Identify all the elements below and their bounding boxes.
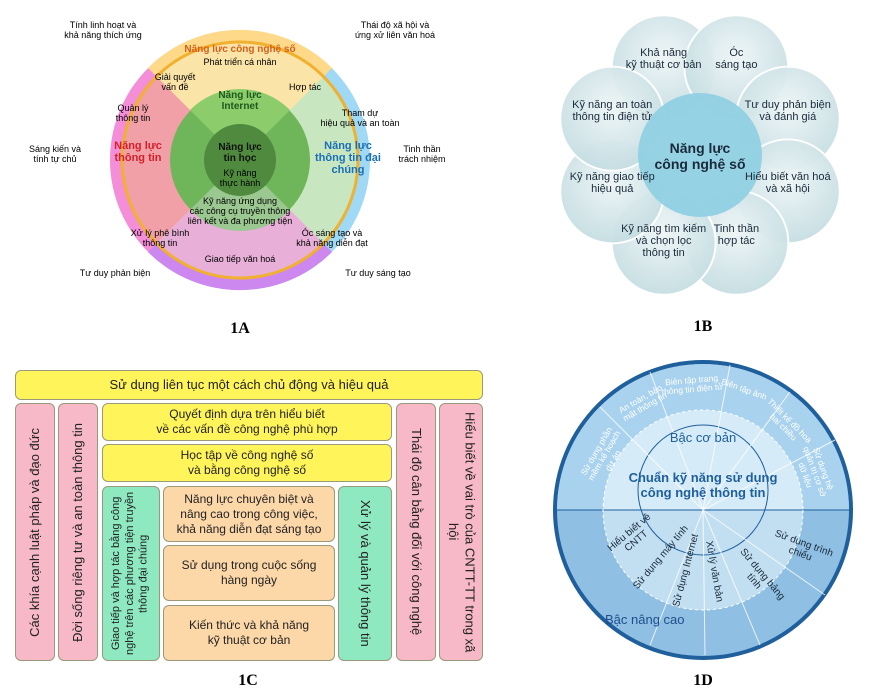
label-info-literacy: Năng lực thông tin	[114, 140, 162, 164]
petal-label: Tinh thần hợp tác	[713, 222, 760, 247]
panel-1d	[553, 360, 853, 660]
box-active-use: Sử dụng liên tục một cách chủ động và hi…	[15, 370, 483, 400]
box-balanced-attitude-text: Thái độ cân bằng đối với công nghệ	[409, 428, 425, 636]
ring-title: Năng lực công nghệ số	[184, 44, 296, 55]
label-critical-thinking: Tư duy phản biện	[79, 268, 151, 278]
label-media-tools: Kỹ năng ứng dụng các công cụ truyền thôn…	[187, 196, 293, 226]
box-info-processing: Xử lý và quản lý thông tin	[338, 486, 392, 661]
petal-label: Kỹ năng an toàn thông tin điện tử	[572, 98, 653, 123]
label-problem-solving: Giải quyết vấn đề	[154, 72, 196, 92]
center-circle	[638, 93, 762, 217]
label-advanced-level: Bậc nâng cao	[605, 612, 685, 627]
label-basic-level: Bậc cơ bản	[669, 430, 737, 445]
label-media-literacy: Năng lực thông tin đại chúng	[315, 140, 381, 176]
label-responsibility: Tinh thần trách nhiệm	[398, 144, 446, 164]
box-learning: Học tập về công nghệ số và bằng công ngh…	[102, 444, 392, 482]
label-info-management: Quản lý thông tin	[115, 103, 151, 123]
box-communication-text: Giao tiếp và hợp tác bằng công nghệ trên…	[110, 491, 150, 656]
petal-label: Tư duy phản biện và đánh giá	[744, 98, 831, 123]
panel-label-1c: 1C	[238, 672, 258, 689]
center-it-standard: Chuẩn kỹ năng sử dụng công nghệ thông ti…	[628, 470, 778, 500]
label-internet-literacy: Năng lực Internet	[218, 90, 262, 112]
box-communication: Giao tiếp và hợp tác bằng công nghệ trên…	[102, 486, 160, 661]
box-privacy: Đời sống riêng tư và an toàn thông tin	[58, 403, 98, 661]
box-legal-ethics: Các khía cạnh luật pháp và đạo đức	[15, 403, 55, 661]
label-participation: Tham dự hiệu quả và an toàn	[320, 108, 400, 128]
box-specialized: Năng lực chuyên biệt và nâng cao trong c…	[163, 486, 335, 542]
petal-label: Hiểu biết văn hoá và xã hội	[744, 171, 831, 196]
center-digital-competence: Năng lực công nghệ số	[654, 140, 746, 172]
box-legal-ethics-text: Các khía cạnh luật pháp và đạo đức	[26, 427, 42, 637]
box-daily-use: Sử dụng trong cuộc sống hàng ngày	[163, 545, 335, 601]
panel-label-1d: 1D	[693, 672, 713, 689]
label-cultural-communication: Giao tiếp văn hoá	[204, 254, 276, 264]
label-it-literacy: Năng lực tin học	[218, 142, 262, 164]
box-ict-role: Hiểu biết về vai trò của CNTT-TT trong x…	[439, 403, 483, 661]
box-basic-knowledge: Kiến thức và khả năng kỹ thuật cơ bản	[163, 605, 335, 661]
label-creativity: Óc sáng tạo và khả năng diễn đạt	[296, 228, 368, 248]
box-balanced-attitude: Thái độ cân bằng đối với công nghệ	[396, 403, 436, 661]
petal-label: Óc sáng tạo	[715, 47, 758, 72]
label-social-attitude: Thái độ xã hội và ứng xử liên văn hoá	[354, 20, 436, 40]
panel-1b	[559, 14, 841, 296]
label-initiative: Sáng kiến và tính tự chủ	[28, 144, 82, 164]
label-creative-thinking: Tư duy sáng tạo	[345, 268, 411, 278]
panel-label-1a: 1A	[230, 320, 250, 337]
box-informed-decision: Quyết định dựa trên hiểu biết về các vấn…	[102, 403, 392, 441]
panel-label-1b: 1B	[693, 318, 713, 335]
label-flexibility: Tính linh hoạt và khả năng thích ứng	[64, 20, 142, 40]
ring-subtitle: Phát triển cá nhân	[203, 57, 277, 67]
label-practice-skills: Kỹ năng thực hành	[219, 168, 261, 188]
panel-1a	[110, 29, 370, 291]
label-cooperation: Hợp tác	[289, 82, 321, 92]
box-ict-role-text: Hiểu biết về vai trò của CNTT-TT trong x…	[446, 411, 478, 653]
box-privacy-text: Đời sống riêng tư và an toàn thông tin	[69, 422, 85, 642]
petal-label: Kỹ năng giao tiếp hiệu quả	[569, 171, 655, 196]
petal-label: Khả năng kỹ thuật cơ bản	[625, 47, 702, 72]
petal-label: Kỹ năng tìm kiếm và chọn lọc thông tin	[621, 222, 707, 259]
label-critical-processing: Xử lý phê bình thông tin	[130, 228, 190, 248]
box-info-processing-text: Xử lý và quản lý thông tin	[358, 500, 374, 647]
